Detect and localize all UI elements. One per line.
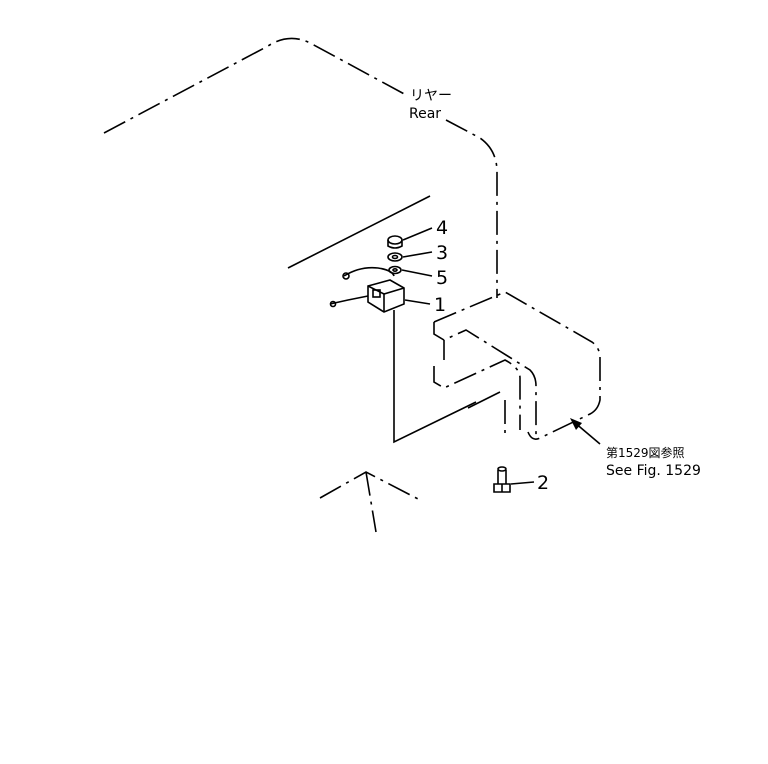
bolt-2 bbox=[493, 466, 511, 493]
cover-box bbox=[433, 291, 601, 440]
washer-3 bbox=[387, 252, 403, 262]
leader-lines bbox=[401, 227, 601, 485]
lock-washer-5 bbox=[388, 265, 402, 275]
callout-1: 1 bbox=[434, 294, 446, 316]
callout-3: 3 bbox=[436, 242, 448, 264]
callout-5: 5 bbox=[436, 267, 448, 289]
callout-4: 4 bbox=[436, 217, 448, 239]
rear-label-en: Rear bbox=[409, 106, 441, 122]
reference-label-jp: 第1529図参照 bbox=[606, 445, 685, 460]
body-outline bbox=[103, 37, 498, 533]
bracket-frame bbox=[393, 310, 501, 444]
reference-label-en: See Fig. 1529 bbox=[606, 463, 701, 479]
switch-assembly bbox=[329, 266, 405, 313]
rear-label-jp: リヤー bbox=[410, 88, 452, 104]
nut-4 bbox=[387, 235, 403, 249]
callout-2: 2 bbox=[537, 472, 549, 494]
